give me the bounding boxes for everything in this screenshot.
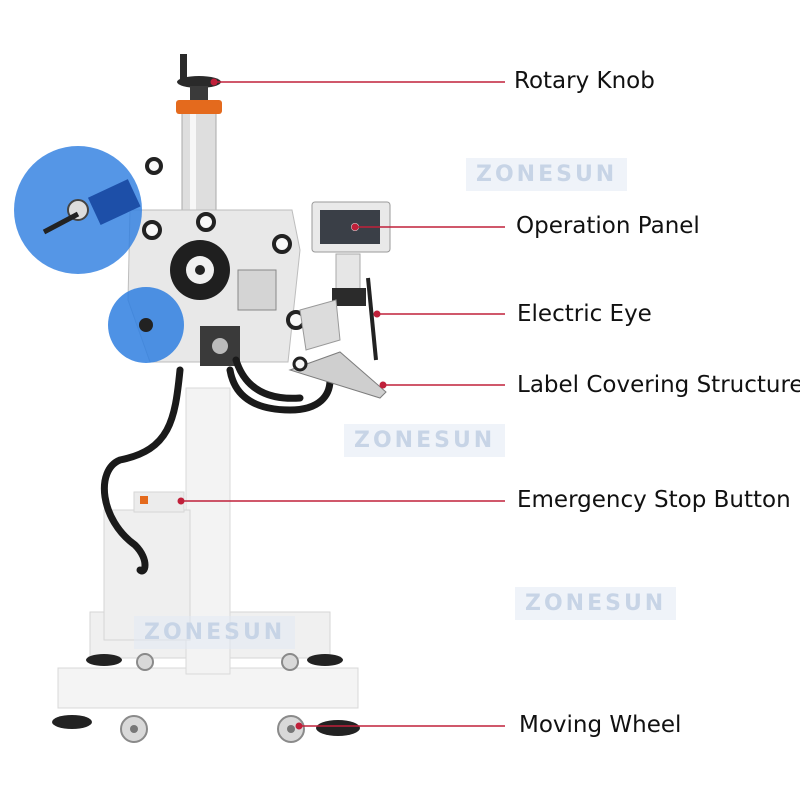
feet [52,654,360,736]
label-rotary-knob: Rotary Knob [514,68,655,94]
leader-dot-label-covering-structure [379,381,387,389]
moving-wheels [120,653,305,743]
label-emergency-stop-button: Emergency Stop Button [517,487,791,513]
leader-dot-rotary-knob [210,78,218,86]
leader-dot-operation-panel [351,223,359,231]
label-operation-panel: Operation Panel [516,213,700,239]
watermark-brand-4: ZONESUN [134,616,296,649]
cables [101,356,334,575]
label-rolls [14,146,184,363]
watermark-brand-1: ZONESUN [466,158,628,191]
leader-dot-electric-eye [373,310,381,318]
leader-lines [177,78,505,730]
leader-dot-moving-wheel [295,722,303,730]
watermark-brand-3: ZONESUN [515,587,677,620]
leader-dot-emergency-stop-button [177,497,185,505]
label-moving-wheel: Moving Wheel [519,712,682,738]
control-assembly [288,201,391,399]
watermark-brand-2: ZONESUN [344,424,506,457]
label-label-covering-structure: Label Covering Structure [517,372,800,398]
label-electric-eye: Electric Eye [517,301,652,327]
